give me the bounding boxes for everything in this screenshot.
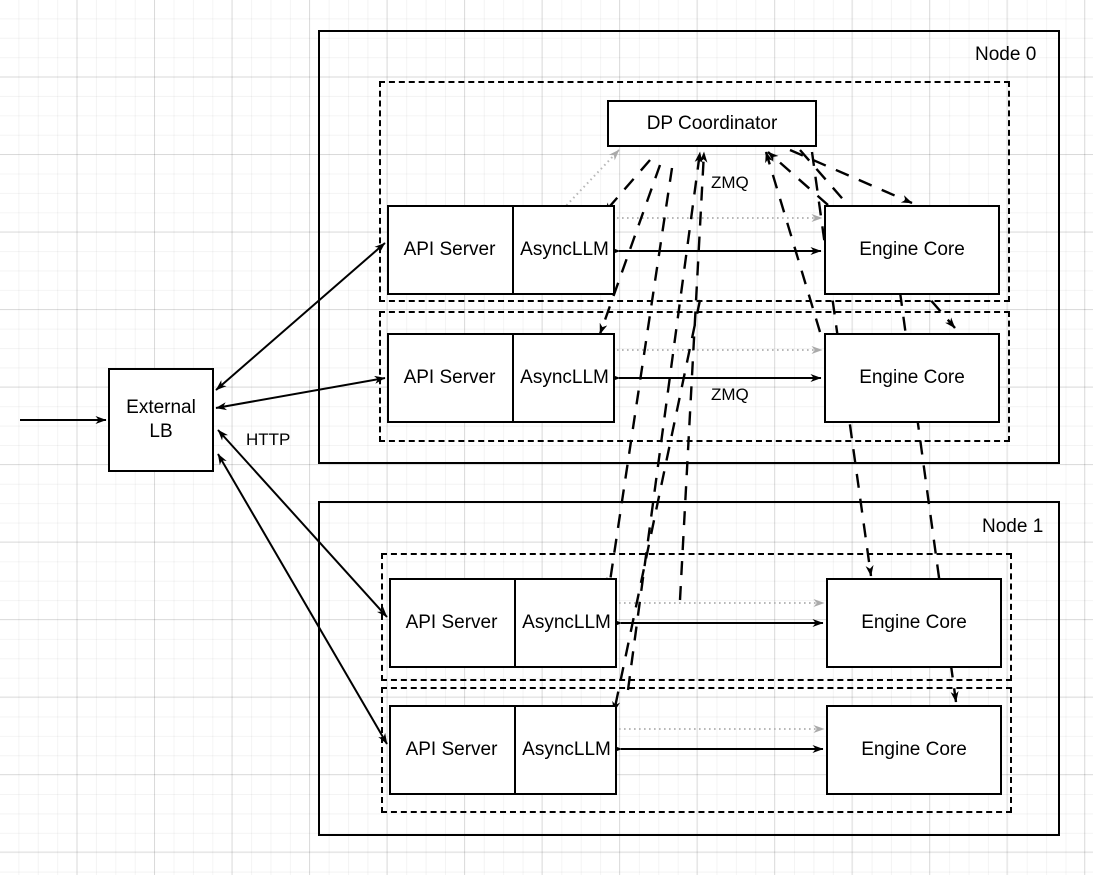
node0-title: Node 0 [975,44,1037,65]
node0-group0-engine-core-label: Engine Core [859,239,965,260]
node0-group1-box-divider [512,333,514,423]
node1-container [318,501,1060,836]
http-label: HTTP [246,430,291,449]
node1-group0-api-server-label: API Server [405,612,498,633]
node0-group1-apiserver-asyncllm-box[interactable] [387,333,615,423]
dp-coordinator-box[interactable] [607,100,817,147]
node1-title: Node 1 [982,516,1044,537]
node0-group0-apiserver-asyncllm-box[interactable] [387,205,615,295]
external-lb-label-line1: External [126,397,196,418]
node0-group1-asyncllm-label: AsyncLLM [520,367,609,388]
node1-group1-engine-core-label: Engine Core [861,739,967,760]
node1-group0-engine-core-label: Engine Core [861,612,967,633]
node1-group1-api-server-label: API Server [405,739,498,760]
node1-group1-container [381,687,1012,813]
node0-group1-engine-core-label: Engine Core [859,367,965,388]
node1-group1-engine-core-box[interactable] [826,705,1002,795]
node1-group0-box-divider [514,578,516,668]
node1-group0-apiserver-asyncllm-box[interactable] [389,578,617,668]
node0-container [318,30,1060,464]
external-lb-label-line2: LB [149,421,173,442]
node1-group0-engine-core-box[interactable] [826,578,1002,668]
node0-group0-zmq-label: ZMQ [711,173,749,192]
external-lb-box[interactable] [108,368,214,472]
node0-group0-container [379,81,1010,302]
node1-group1-apiserver-asyncllm-box[interactable] [389,705,617,795]
node0-group1-zmq-label: ZMQ [711,385,749,404]
dp-coordinator-label: DP Coordinator [646,112,778,134]
node0-group0-asyncllm-label: AsyncLLM [520,239,609,260]
node1-group1-asyncllm-label: AsyncLLM [522,739,611,760]
node1-group0-container [381,553,1012,681]
node0-group0-engine-core-box[interactable] [824,205,1000,295]
node0-group1-api-server-label: API Server [403,367,496,388]
node1-group0-asyncllm-label: AsyncLLM [522,612,611,633]
node0-group1-container [379,311,1010,442]
node0-group0-api-server-label: API Server [403,239,496,260]
node0-group0-box-divider [512,205,514,295]
node1-group1-box-divider [514,705,516,795]
node0-group1-engine-core-box[interactable] [824,333,1000,423]
